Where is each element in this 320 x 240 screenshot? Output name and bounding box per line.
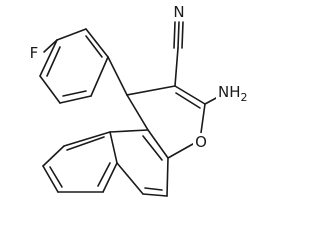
ring-double-bond (46, 46, 61, 77)
ring-bond (39, 75, 61, 104)
structure-canvas: F N O NH2 (29, 3, 248, 197)
ring-double-bond (49, 166, 63, 188)
nitrile-group (173, 21, 184, 87)
ring-bond (174, 85, 206, 105)
ring-double-bond (62, 90, 87, 97)
triple-bond (181, 21, 184, 49)
amine-label: NH2 (218, 83, 248, 104)
ring-bond (102, 162, 118, 193)
bond-c-cn (174, 47, 179, 87)
molecule-diagram: F N O NH2 (29, 3, 248, 197)
ring-bond (166, 157, 169, 197)
amine-subscript: 2 (241, 91, 248, 104)
ring-bond (126, 85, 176, 96)
ring-double-bond (85, 35, 103, 58)
oxygen-label: O (195, 133, 207, 151)
fluorophenyl-ring (39, 28, 109, 104)
ring-double-bond (142, 135, 163, 161)
naphthalene-ring-b (42, 131, 118, 193)
ring-bond (142, 193, 168, 197)
ring-bond (85, 28, 109, 58)
ring-double-bond (144, 187, 163, 191)
ring-bond (90, 56, 109, 97)
ring-bond (59, 95, 92, 104)
triple-bond (177, 21, 180, 49)
ring-bond (109, 131, 118, 164)
ring-bond (116, 162, 144, 195)
bond-c-nh2 (204, 96, 219, 105)
ring-bond (126, 94, 149, 131)
ring-bond (42, 145, 65, 167)
ring-bond (42, 165, 59, 193)
ring-bond (147, 129, 169, 159)
ring-bond (39, 39, 58, 77)
ring-bond (109, 129, 149, 133)
bond-aryl-ch (107, 56, 128, 96)
fluorine-label: F (30, 44, 39, 62)
pyran-ring (126, 85, 206, 159)
ring-bond (56, 28, 87, 41)
amine-symbol: NH (218, 83, 241, 101)
nitrogen-label: N (173, 3, 184, 21)
ring-double-bond (175, 92, 201, 109)
ring-bond (63, 131, 111, 147)
triple-bond (173, 21, 176, 49)
bond-f-c (43, 39, 58, 53)
naphthalene-ring-a (109, 129, 169, 197)
ring-double-bond (97, 162, 111, 187)
ring-double-bond (66, 136, 105, 151)
